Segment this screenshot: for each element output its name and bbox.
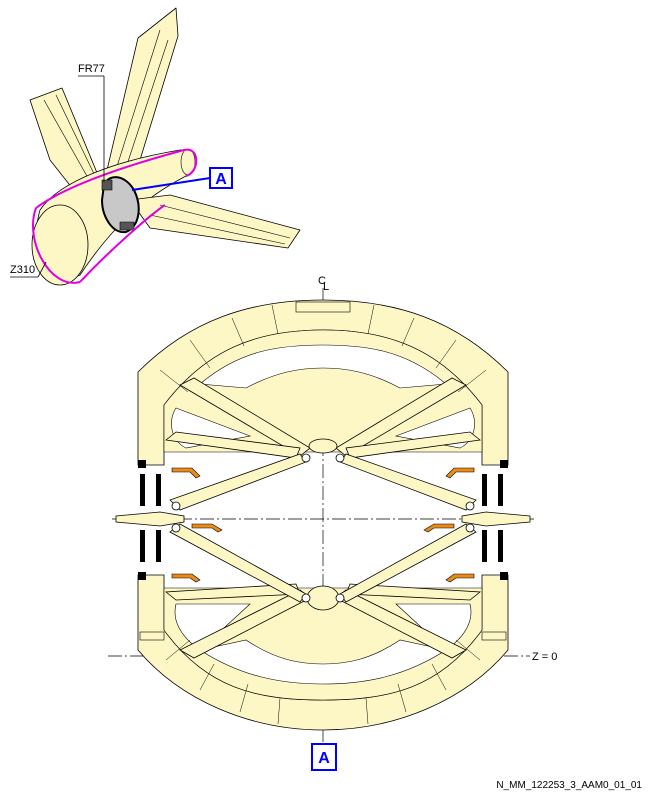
centerline-symbol-sub: L — [323, 281, 329, 293]
side-attach-right — [482, 460, 508, 580]
centerline-symbol: C — [318, 275, 326, 287]
aircraft-tail-inset — [29, 7, 301, 286]
lower-frame-ring — [137, 574, 509, 731]
diagonal-links — [169, 453, 477, 603]
z-zero-label: Z = 0 — [532, 651, 557, 663]
orange-fittings — [171, 467, 475, 583]
detail-callout-label-bottom: A — [318, 750, 330, 767]
side-attach-left — [138, 460, 161, 580]
pivot-bolts — [171, 453, 475, 603]
detail-callout-leader — [131, 177, 211, 191]
zone-z310-outline — [32, 148, 198, 284]
frame-fr77-highlight — [101, 176, 140, 234]
zone-label: Z310 — [10, 264, 35, 276]
detail-callout-box-top — [209, 167, 233, 189]
frame-label: FR77 — [78, 63, 105, 75]
center-strut — [115, 511, 531, 527]
drawing-code: N_MM_122253_3_AAM0_01_01 — [496, 780, 642, 791]
upper-cross-struts — [165, 377, 481, 459]
detail-callout-box-bottom — [311, 743, 337, 771]
lower-cross-struts — [164, 583, 482, 659]
right-stabilizer — [129, 194, 301, 249]
detail-callout-label-top: A — [215, 171, 227, 188]
